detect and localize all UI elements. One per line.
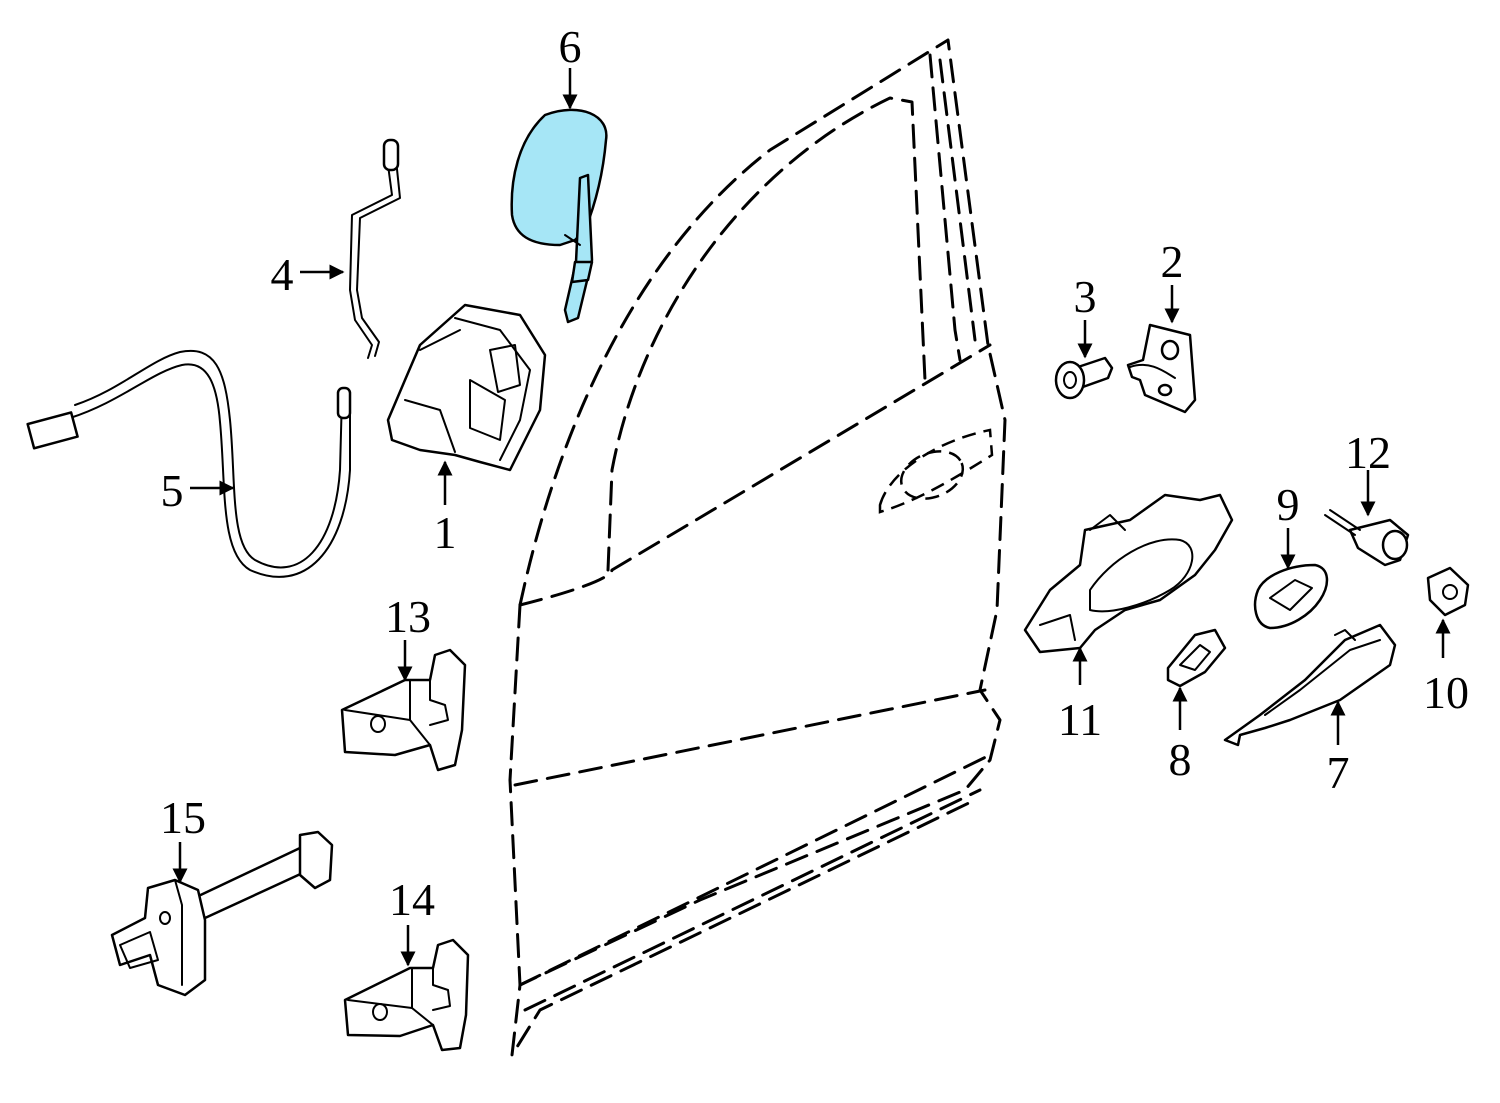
part-2-striker	[1126, 323, 1197, 414]
callout-12: 12	[1345, 427, 1391, 478]
part-14-hinge	[343, 938, 470, 1052]
callout-10: 10	[1423, 667, 1469, 718]
part-1-latch	[386, 303, 547, 472]
callout-14: 14	[389, 874, 435, 925]
callout-13: 13	[385, 591, 431, 642]
callout-8: 8	[1169, 734, 1192, 785]
callout-labels: 6 4 5 1 3 2 12 9 10 11 8 7 13 14 15	[160, 21, 1469, 925]
callout-1: 1	[434, 507, 457, 558]
callout-11: 11	[1058, 694, 1102, 745]
part-6-highlighted	[510, 108, 608, 324]
leader-arrows	[172, 68, 1451, 967]
part-15-check-strap	[110, 830, 334, 997]
part-7-handle	[1223, 623, 1397, 747]
part-13-hinge	[340, 648, 467, 772]
callout-7: 7	[1327, 747, 1350, 798]
callout-4: 4	[271, 249, 294, 300]
callout-15: 15	[160, 792, 206, 843]
part-5-cable	[26, 349, 352, 578]
part-3-bolt	[1054, 356, 1114, 400]
part-4-rod	[349, 138, 401, 359]
part-11-carrier	[1023, 493, 1234, 654]
callout-6: 6	[559, 21, 582, 72]
callout-3: 3	[1074, 271, 1097, 322]
part-12-cylinder	[1324, 509, 1410, 567]
part-10-clip	[1426, 566, 1470, 617]
part-8-bezel	[1166, 628, 1227, 688]
door-outline	[508, 38, 1007, 1057]
part-6-body	[510, 108, 608, 247]
part-9-cap	[1253, 563, 1329, 630]
callout-5: 5	[161, 465, 184, 516]
callout-9: 9	[1277, 479, 1300, 530]
callout-2: 2	[1161, 236, 1184, 287]
